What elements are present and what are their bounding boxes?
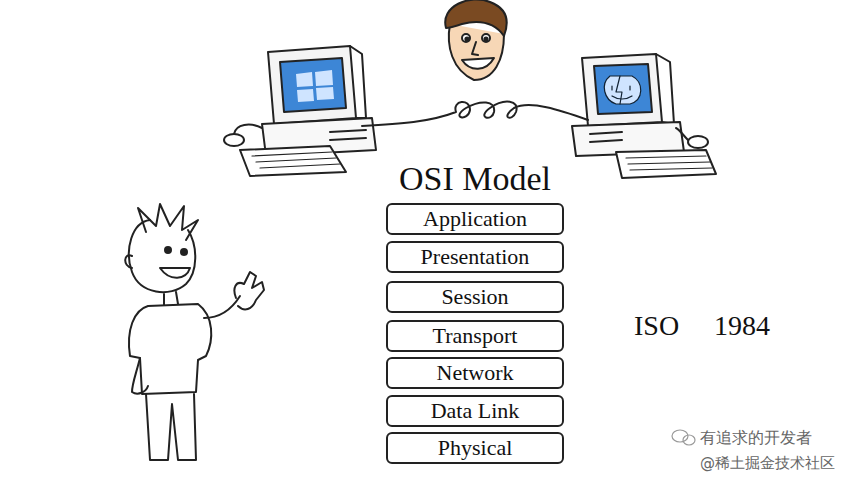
osi-layer-box: Data Link [386, 395, 564, 427]
layer-name: Network [437, 360, 514, 386]
osi-layer-box: Presentation [386, 241, 564, 273]
layer-name: Data Link [431, 398, 520, 424]
watermark-icon [672, 430, 695, 445]
layer-name: Transport [433, 323, 518, 349]
mac-computer [572, 54, 716, 178]
year-label: 1984 [714, 310, 770, 342]
layer-name: Application [423, 206, 527, 232]
osi-layer-box: Transport [386, 320, 564, 352]
network-cable [362, 102, 588, 126]
standard-label: ISO [634, 310, 679, 342]
watermark: @稀土掘金技术社区 [700, 454, 835, 473]
windows-computer [224, 46, 376, 176]
layer-name: Session [441, 284, 508, 310]
layer-name: Presentation [421, 244, 530, 270]
diagram-title: OSI Model [399, 160, 551, 198]
osi-layer-box: Physical [386, 432, 564, 464]
osi-layer-box: Network [386, 357, 564, 389]
cartoon-kid [125, 204, 264, 460]
watermark: 有追求的开发者 [700, 428, 812, 449]
cartoon-face [445, 0, 506, 80]
layer-name: Physical [438, 435, 513, 461]
osi-layer-box: Session [386, 281, 564, 313]
osi-layer-box: Application [386, 203, 564, 235]
